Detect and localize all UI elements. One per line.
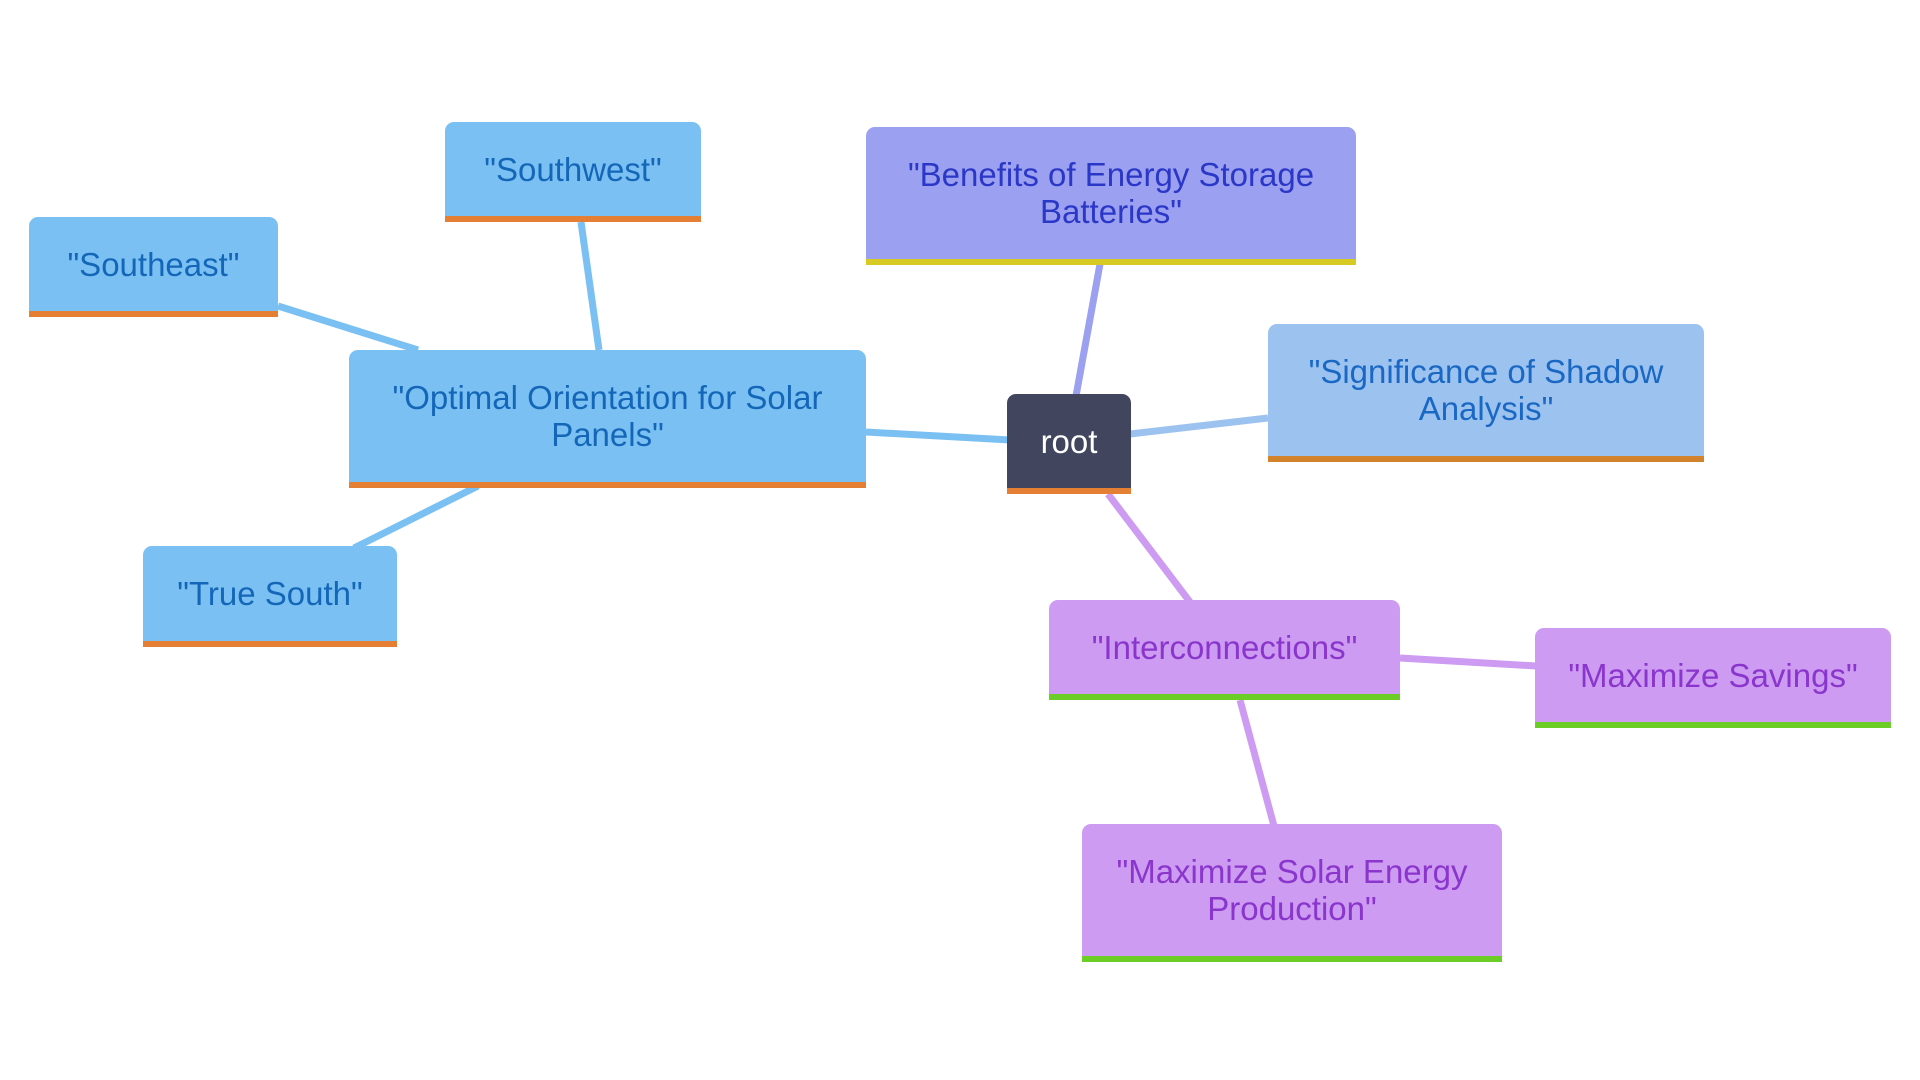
- edge-optimal-southwest: [577, 221, 603, 351]
- node-underline: [1049, 694, 1400, 700]
- node-underline: [143, 641, 397, 647]
- node-southeast[interactable]: "Southeast": [29, 217, 278, 317]
- node-shadow-analysis[interactable]: "Significance of Shadow Analysis": [1268, 324, 1704, 462]
- edge-root-optimal: [865, 428, 1011, 444]
- node-interconnections[interactable]: "Interconnections": [1049, 600, 1400, 700]
- node-underline: [445, 216, 701, 222]
- edge-interconnections-production: [1236, 699, 1278, 827]
- node-southwest[interactable]: "Southwest": [445, 122, 701, 222]
- edge-root-interconnections: [1105, 491, 1193, 605]
- edge-optimal-truesouth: [352, 482, 480, 552]
- node-label: "Interconnections": [1091, 628, 1358, 666]
- node-label: "Optimal Orientation for Solar Panels": [392, 379, 823, 453]
- node-label: "Southeast": [67, 245, 240, 283]
- node-underline: [1082, 956, 1502, 962]
- node-label: "Maximize Solar Energy Production": [1116, 853, 1468, 927]
- node-label: "Benefits of Energy Storage Batteries": [907, 156, 1315, 230]
- node-underline: [29, 311, 278, 317]
- node-underline: [1007, 488, 1131, 494]
- node-label: "Significance of Shadow Analysis": [1308, 353, 1664, 427]
- node-true-south[interactable]: "True South": [143, 546, 397, 647]
- node-label: "Southwest": [484, 150, 662, 188]
- node-label: "Maximize Savings": [1568, 656, 1858, 694]
- node-underline: [866, 259, 1356, 265]
- edge-optimal-southeast: [276, 302, 420, 354]
- node-maximize-savings[interactable]: "Maximize Savings": [1535, 628, 1891, 728]
- edge-root-benefits: [1072, 263, 1104, 397]
- node-label: "True South": [177, 575, 363, 612]
- node-underline: [1268, 456, 1704, 462]
- edge-interconnections-savings: [1399, 654, 1537, 670]
- node-underline: [349, 482, 866, 488]
- node-root[interactable]: root: [1007, 394, 1131, 494]
- node-underline: [1535, 722, 1891, 728]
- node-maximize-solar-production[interactable]: "Maximize Solar Energy Production": [1082, 824, 1502, 962]
- node-label: root: [1040, 422, 1098, 460]
- edge-root-shadow: [1129, 414, 1269, 438]
- node-benefits-energy-storage[interactable]: "Benefits of Energy Storage Batteries": [866, 127, 1356, 265]
- node-optimal-orientation[interactable]: "Optimal Orientation for Solar Panels": [349, 350, 866, 488]
